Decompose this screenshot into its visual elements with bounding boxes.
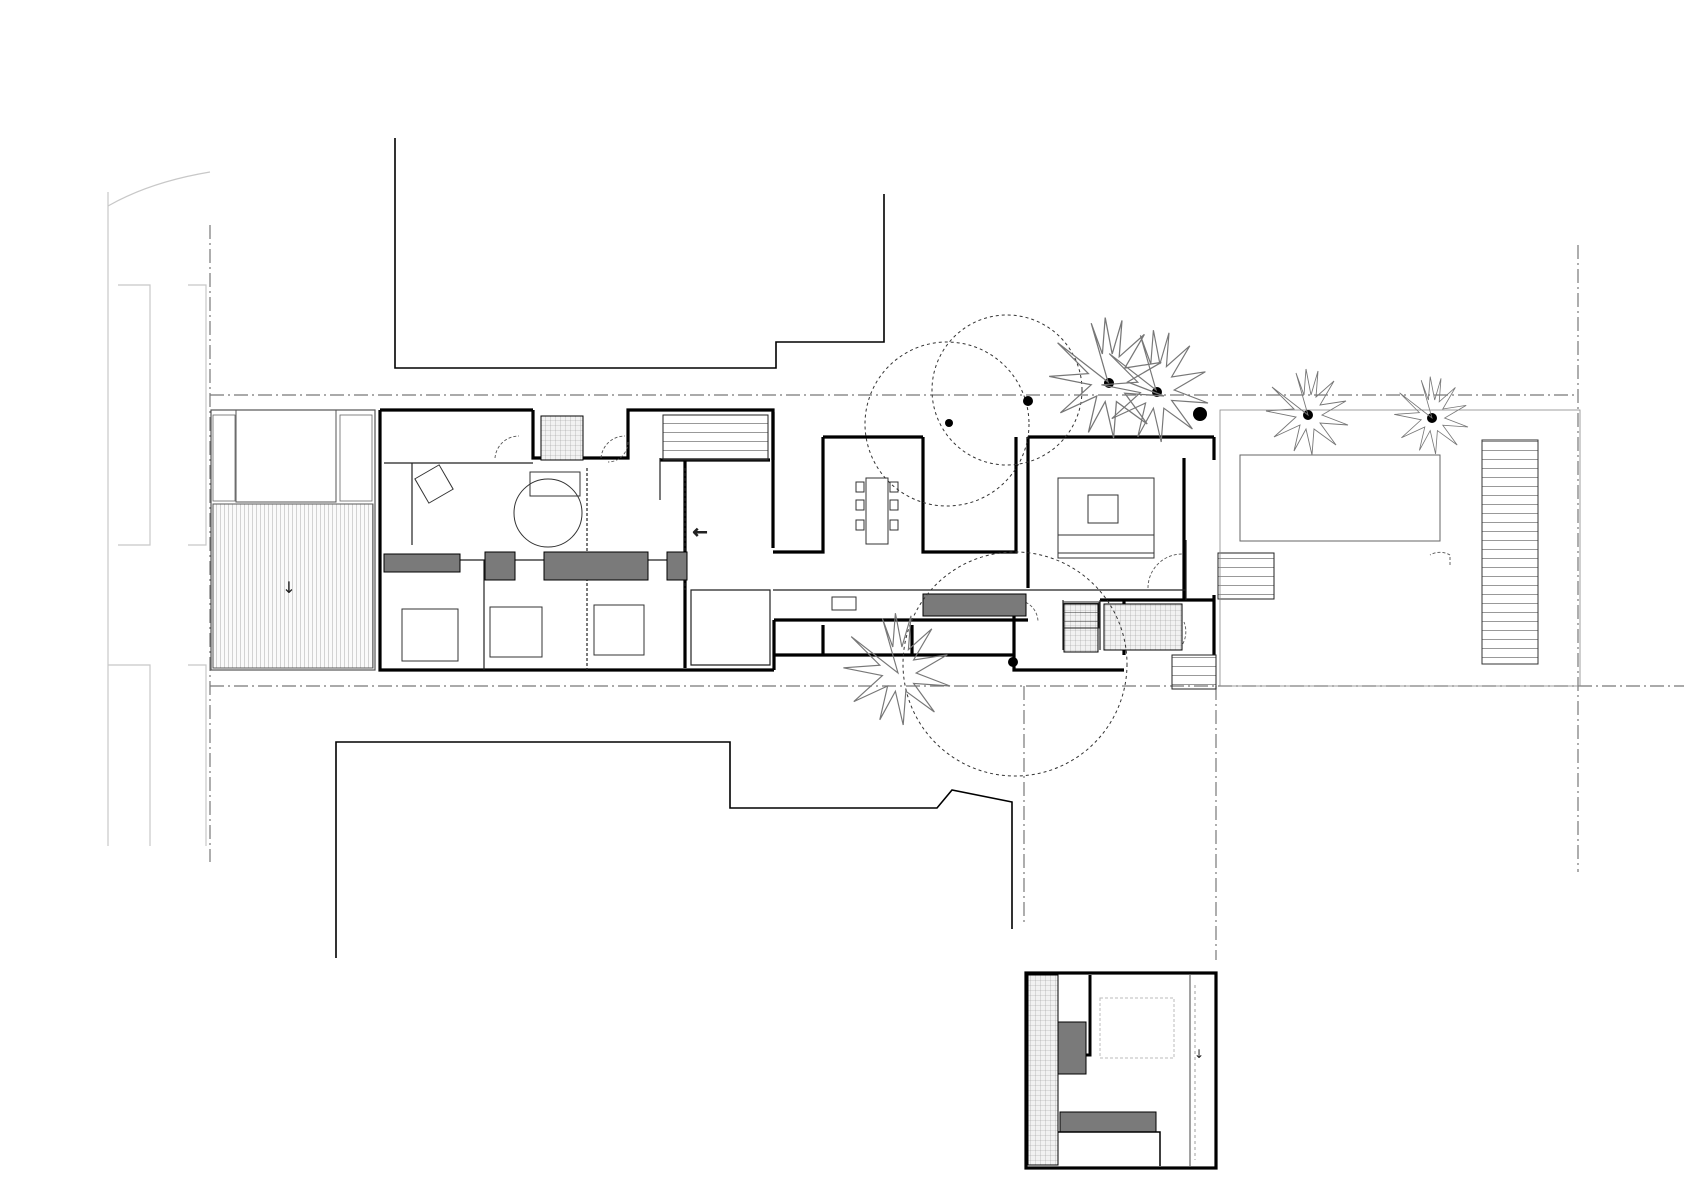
tree-canopy-circle xyxy=(864,314,1128,777)
round-rug xyxy=(513,478,583,548)
stair-main-arrow: ← xyxy=(692,522,707,543)
dining-table-icon xyxy=(855,477,899,545)
lounge-furniture xyxy=(1057,477,1155,559)
neighbour-context xyxy=(335,138,1013,958)
neighbour-building-south xyxy=(335,741,1013,958)
bed-icon xyxy=(401,604,645,662)
neighbour-building-north xyxy=(394,138,885,369)
pool xyxy=(1239,454,1441,542)
garden-bed xyxy=(1219,409,1581,687)
armchair-icon xyxy=(414,464,454,504)
sofa-top xyxy=(529,471,581,497)
wet-areas xyxy=(540,415,1183,1166)
loft-plan: ↓ xyxy=(1024,971,1218,1170)
loft-stair-arrow: ↓ xyxy=(1194,1047,1204,1061)
furniture xyxy=(401,409,1581,687)
street-context xyxy=(107,171,211,846)
deck-arrow: ↓ xyxy=(282,578,295,597)
tree-trunks xyxy=(945,378,1437,667)
site-boundary xyxy=(209,225,1684,960)
front-deck: ↓ xyxy=(210,409,376,671)
stairs: ← xyxy=(662,414,1539,690)
kitchen-bench xyxy=(831,596,857,611)
joinery xyxy=(383,551,1027,617)
door-swings xyxy=(494,435,1451,649)
palm-tree-icon xyxy=(842,316,1469,726)
